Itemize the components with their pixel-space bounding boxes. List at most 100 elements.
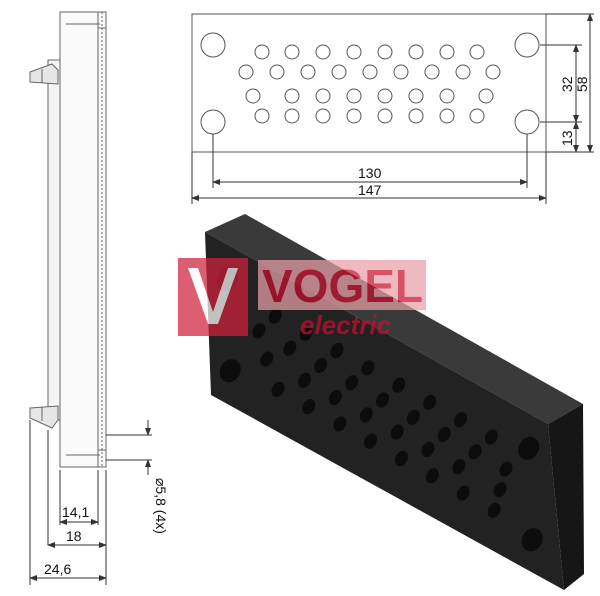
render-cable-hole: [333, 416, 347, 432]
dim-text-147: 147: [358, 182, 382, 198]
cable-hole: [377, 44, 393, 60]
render-cable-hole: [425, 468, 439, 484]
cable-hole: [485, 64, 501, 80]
render-cable-hole: [271, 381, 285, 397]
cable-hole: [439, 44, 455, 60]
mount-hole-tl: [200, 32, 226, 58]
render-cable-hole: [437, 426, 451, 443]
render-cable-hole: [330, 342, 344, 359]
logo-brand: VOGEL: [262, 260, 423, 312]
cable-hole: [300, 64, 316, 80]
render-cable-hole: [268, 308, 282, 324]
cable-holes: [238, 44, 501, 124]
block-side-face: [548, 404, 584, 590]
render-cable-hole: [390, 424, 404, 440]
block-front-face: [205, 232, 564, 590]
render-cable-hole: [260, 351, 274, 367]
cable-hole: [455, 64, 471, 80]
render-cable-hole: [392, 377, 406, 393]
cable-hole: [254, 44, 270, 60]
cable-hole: [269, 64, 285, 80]
front-view: [191, 13, 547, 153]
cable-hole: [346, 88, 362, 104]
logo-v-mark: [188, 268, 238, 324]
cable-hole: [331, 64, 347, 80]
side-flange: [47, 59, 61, 421]
render-holes: [216, 267, 543, 552]
render-cable-hole: [406, 409, 420, 425]
cable-hole: [346, 108, 362, 124]
render-cable-hole: [299, 325, 313, 341]
cable-hole: [245, 88, 261, 104]
dim-text-c: 24,6: [44, 561, 71, 577]
cable-hole: [377, 108, 393, 124]
render-mount-hole: [219, 359, 241, 383]
render-cable-hole: [484, 429, 498, 445]
render-cable-hole: [364, 433, 378, 449]
watermark-logo: VOGEL electric: [178, 258, 426, 340]
dim-text-130: 130: [358, 165, 382, 181]
render-cable-hole: [359, 407, 373, 423]
cable-hole: [284, 44, 300, 60]
dim-text-13: 13: [559, 130, 575, 146]
dim-text-diameter: ⌀5,8 (4x): [153, 478, 169, 534]
mount-hole-tr: [514, 32, 540, 58]
render-cable-hole: [499, 461, 513, 477]
clip-top: [29, 63, 59, 85]
front-plate: [191, 13, 547, 153]
cable-hole: [315, 88, 331, 104]
render-cable-hole: [314, 357, 328, 374]
dim-text-a: 14,1: [62, 504, 89, 520]
dim-text-58: 58: [574, 76, 590, 92]
cable-hole: [284, 108, 300, 124]
side-dimensions: [29, 420, 152, 585]
render-cable-hole: [493, 482, 507, 498]
render-cable-hole: [361, 360, 375, 376]
render-mount-hole: [521, 528, 543, 552]
cable-hole: [315, 44, 331, 60]
render-cable-hole: [302, 399, 316, 415]
clip-bottom: [29, 405, 59, 429]
render-cable-hole: [487, 502, 501, 518]
side-view: [29, 11, 107, 468]
cable-hole: [478, 88, 494, 104]
render-mount-hole: [518, 436, 540, 460]
cable-hole: [393, 64, 409, 80]
render-cable-hole: [423, 394, 437, 411]
logo-sub: electric: [300, 310, 392, 340]
cable-hole: [408, 108, 424, 124]
cable-hole: [408, 44, 424, 60]
render-cable-hole: [252, 323, 266, 339]
render-cable-hole: [283, 340, 297, 356]
render-cable-hole: [421, 441, 435, 458]
cable-hole: [254, 108, 270, 124]
cable-hole: [408, 88, 424, 104]
render-cable-hole: [328, 389, 342, 406]
render-cable-hole: [468, 444, 482, 460]
logo-box: [178, 258, 248, 336]
cable-hole: [346, 44, 362, 60]
cable-hole: [315, 108, 331, 124]
render-cable-hole: [298, 372, 312, 388]
render-cable-hole: [454, 412, 467, 428]
render-cable-hole: [456, 485, 470, 501]
render-cable-hole: [345, 375, 359, 391]
cable-hole: [469, 108, 485, 124]
render-cable-hole: [394, 450, 408, 467]
cable-hole: [469, 44, 485, 60]
cable-hole: [439, 108, 455, 124]
render-cable-hole: [452, 459, 466, 475]
cable-hole: [377, 88, 393, 104]
side-body: [59, 11, 107, 468]
front-dimensions: [191, 13, 594, 204]
cable-hole: [284, 88, 300, 104]
cable-hole: [238, 64, 254, 80]
dim-text-32: 32: [559, 76, 575, 92]
dim-text-b: 18: [66, 528, 82, 544]
cable-hole: [362, 64, 378, 80]
cable-hole: [424, 64, 440, 80]
cable-hole: [439, 88, 455, 104]
logo-text-bg: [258, 260, 426, 310]
